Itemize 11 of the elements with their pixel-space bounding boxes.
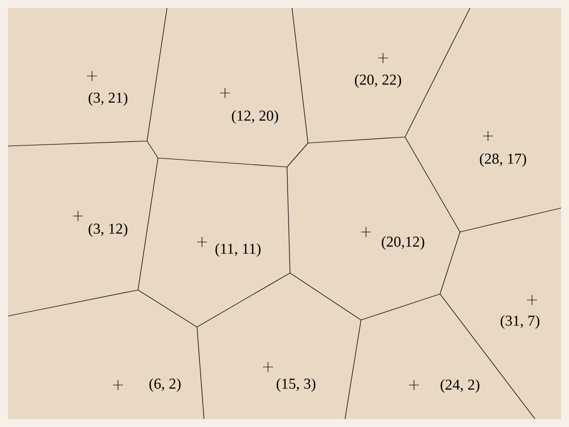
coordinate-label: (20, 22) [354,74,402,88]
coordinate-label: (24, 2) [440,379,480,393]
coordinate-label: (12, 20) [232,110,278,124]
coordinate-label: (20,12) [382,236,424,250]
coordinate-label: (31, 7) [500,315,540,329]
coordinate-label: (11, 11) [215,243,261,257]
coordinate-label: (28, 17) [480,153,526,167]
coordinate-label: (3, 21) [88,92,128,106]
coordinate-label: (6, 2) [149,378,181,392]
coordinate-label: (3, 12) [88,223,128,237]
coordinate-label: (15, 3) [276,378,316,392]
